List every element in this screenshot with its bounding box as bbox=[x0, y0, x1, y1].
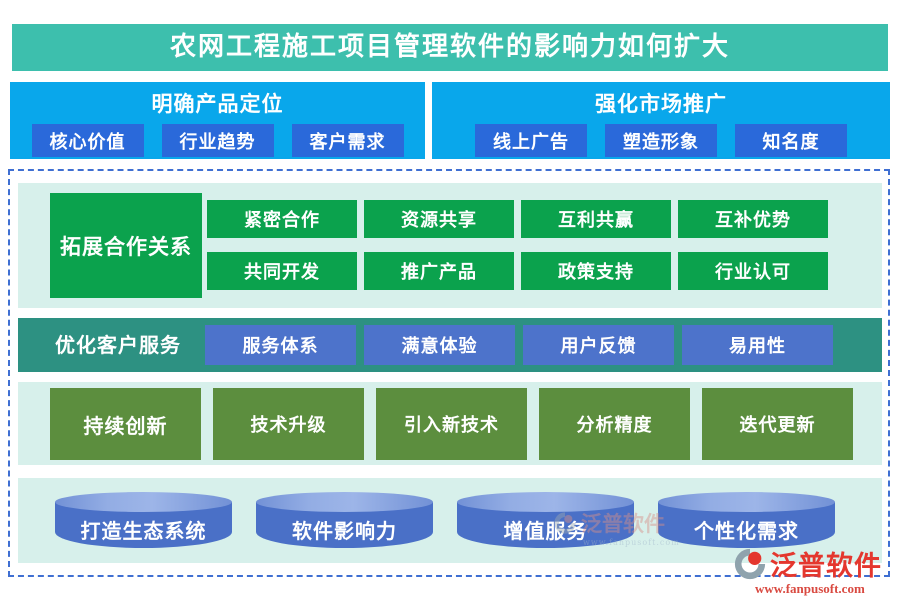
panel-cooperation: 拓展合作关系 紧密合作 资源共享 互利共赢 互补优势 共同开发 推广产品 政策支… bbox=[18, 183, 882, 308]
label-optimize-customer-service: 优化客户服务 bbox=[55, 333, 181, 357]
panel-market-promotion-header: 强化市场推广 bbox=[595, 91, 727, 116]
panel-ecosystem: 打造生态系统 软件影响力 增值服务 个性化需求 bbox=[18, 478, 882, 563]
ecosystem-cylinders-row: 打造生态系统 软件影响力 增值服务 个性化需求 bbox=[18, 478, 882, 548]
button-close-cooperation[interactable]: 紧密合作 bbox=[207, 200, 357, 238]
fanpu-logo-text: 泛普软件 bbox=[770, 551, 882, 582]
button-industry-trend[interactable]: 行业趋势 bbox=[161, 124, 274, 157]
cylinder-build-ecosystem-label: 打造生态系统 bbox=[80, 518, 207, 543]
label-expand-cooperation: 拓展合作关系 bbox=[50, 193, 202, 298]
button-service-system[interactable]: 服务体系 bbox=[205, 325, 356, 365]
button-usability[interactable]: 易用性 bbox=[682, 325, 833, 365]
cylinder-personalized-demand-label: 个性化需求 bbox=[694, 518, 799, 543]
fanpu-website-url[interactable]: www.fanpusoft.com bbox=[755, 581, 865, 596]
customer-service-buttons: 服务体系 满意体验 用户反馈 易用性 bbox=[205, 325, 833, 365]
button-satisfying-experience[interactable]: 满意体验 bbox=[364, 325, 515, 365]
button-policy-support[interactable]: 政策支持 bbox=[521, 252, 671, 290]
panel-product-positioning-header: 明确产品定位 bbox=[151, 91, 284, 116]
button-product-promotion[interactable]: 推广产品 bbox=[364, 252, 514, 290]
fanpu-watermark-icon bbox=[553, 511, 577, 535]
watermark-url: www.fanpusoft.com bbox=[583, 538, 680, 547]
panel-market-promotion: 强化市场推广 线上广告 塑造形象 知名度 bbox=[432, 82, 890, 159]
innovation-buttons-row: 持续创新 技术升级 引入新技术 分析精度 迭代更新 bbox=[18, 382, 882, 460]
cylinder-software-influence-label: 软件影响力 bbox=[292, 518, 397, 543]
watermark-text: 泛普软件 bbox=[581, 511, 665, 536]
button-new-technology[interactable]: 引入新技术 bbox=[376, 388, 527, 460]
cylinder-software-influence: 软件影响力 bbox=[256, 492, 433, 548]
cylinder-build-ecosystem: 打造生态系统 bbox=[55, 492, 232, 548]
button-complementary-advantages[interactable]: 互补优势 bbox=[678, 200, 828, 238]
dashed-border-frame bbox=[8, 169, 890, 577]
button-online-ads[interactable]: 线上广告 bbox=[475, 124, 587, 157]
button-user-feedback[interactable]: 用户反馈 bbox=[523, 325, 674, 365]
cylinder-value-added-service-label: 增值服务 bbox=[503, 518, 588, 543]
panel-customer-service: 优化客户服务 服务体系 满意体验 用户反馈 易用性 bbox=[18, 318, 882, 372]
panel-product-positioning: 明确产品定位 核心价值 行业趋势 客户需求 bbox=[10, 82, 425, 159]
button-joint-development[interactable]: 共同开发 bbox=[207, 252, 357, 290]
fanpu-logo-icon bbox=[733, 547, 767, 581]
button-resource-sharing[interactable]: 资源共享 bbox=[364, 200, 514, 238]
cylinder-value-added-service: 增值服务 bbox=[457, 492, 634, 548]
cylinder-personalized-demand: 个性化需求 bbox=[658, 492, 835, 548]
button-core-value[interactable]: 核心价值 bbox=[31, 124, 144, 157]
button-analysis-precision[interactable]: 分析精度 bbox=[539, 388, 690, 460]
button-customer-demand[interactable]: 客户需求 bbox=[291, 124, 404, 157]
button-mutual-benefit[interactable]: 互利共赢 bbox=[521, 200, 671, 238]
label-continuous-innovation: 持续创新 bbox=[50, 388, 201, 460]
button-industry-recognition[interactable]: 行业认可 bbox=[678, 252, 828, 290]
panel-innovation: 持续创新 技术升级 引入新技术 分析精度 迭代更新 bbox=[18, 382, 882, 465]
watermark: 泛普软件 www.fanpusoft.com bbox=[553, 508, 680, 547]
button-technology-upgrade[interactable]: 技术升级 bbox=[213, 388, 364, 460]
market-promotion-buttons: 线上广告 塑造形象 知名度 bbox=[432, 124, 890, 157]
button-iterative-update[interactable]: 迭代更新 bbox=[702, 388, 853, 460]
button-visibility[interactable]: 知名度 bbox=[735, 124, 847, 157]
product-positioning-buttons: 核心价值 行业趋势 客户需求 bbox=[10, 124, 425, 157]
fanpu-logo[interactable]: 泛普软件 www.fanpusoft.com bbox=[733, 544, 893, 597]
button-brand-image[interactable]: 塑造形象 bbox=[605, 124, 717, 157]
page-title: 农网工程施工项目管理软件的影响力如何扩大 bbox=[12, 24, 888, 71]
cooperation-buttons-grid: 紧密合作 资源共享 互利共赢 互补优势 共同开发 推广产品 政策支持 行业认可 bbox=[207, 200, 828, 290]
